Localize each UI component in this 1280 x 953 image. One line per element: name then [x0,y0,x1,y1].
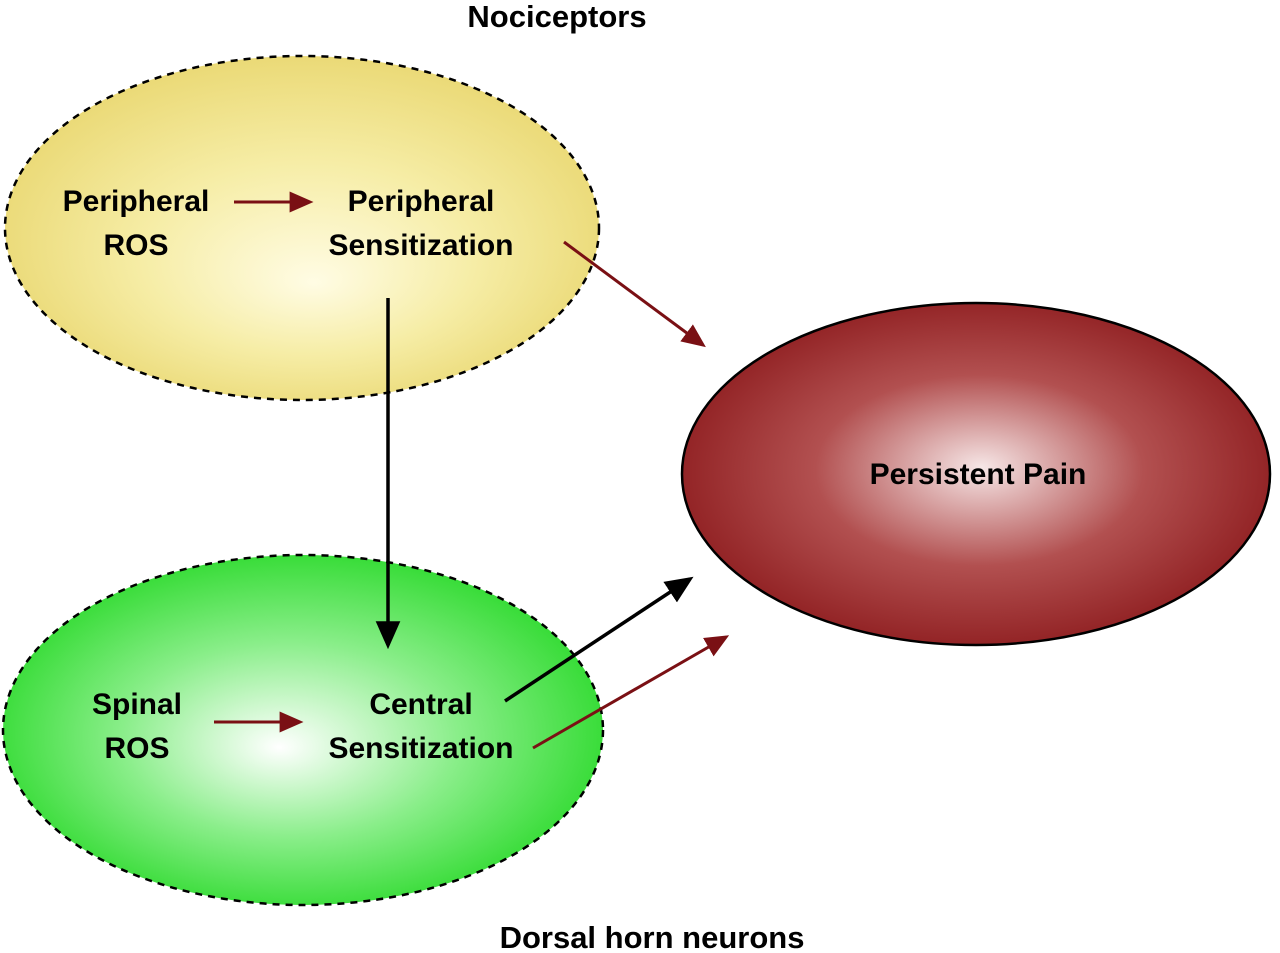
spinal-ros-line2: ROS [104,732,169,765]
central-sensitization-line1: Central [369,688,472,721]
dorsal-horn-neurons-label: Dorsal horn neurons [500,920,805,953]
central-sensitization-node: Central Sensitization [328,688,513,765]
arrow-central-sensitization-to-persistent-pain-red [532,635,730,750]
peripheral-sensitization-line2: Sensitization [328,229,513,262]
peripheral-ros-line1: Peripheral [63,185,210,218]
spinal-ros-line1: Spinal [92,688,182,721]
central-sensitization-line2: Sensitization [328,732,513,765]
peripheral-sensitization-node: Peripheral Sensitization [328,185,513,262]
peripheral-ros-line2: ROS [103,229,168,262]
peripheral-sensitization-line1: Peripheral [348,185,495,218]
nociceptors-label: Nociceptors [467,0,646,34]
dorsal-horn-ellipse [1,553,605,907]
spinal-ros-node: Spinal ROS [92,688,182,765]
arrow-peripheral-sensitization-to-persistent-pain [563,240,706,348]
persistent-pain-ellipse [680,301,1272,647]
nociceptors-ellipse [3,54,601,402]
arrow-central-sensitization-to-persistent-pain-black [504,576,694,703]
peripheral-ros-node: Peripheral ROS [63,185,210,262]
persistent-pain-label: Persistent Pain [870,458,1087,491]
